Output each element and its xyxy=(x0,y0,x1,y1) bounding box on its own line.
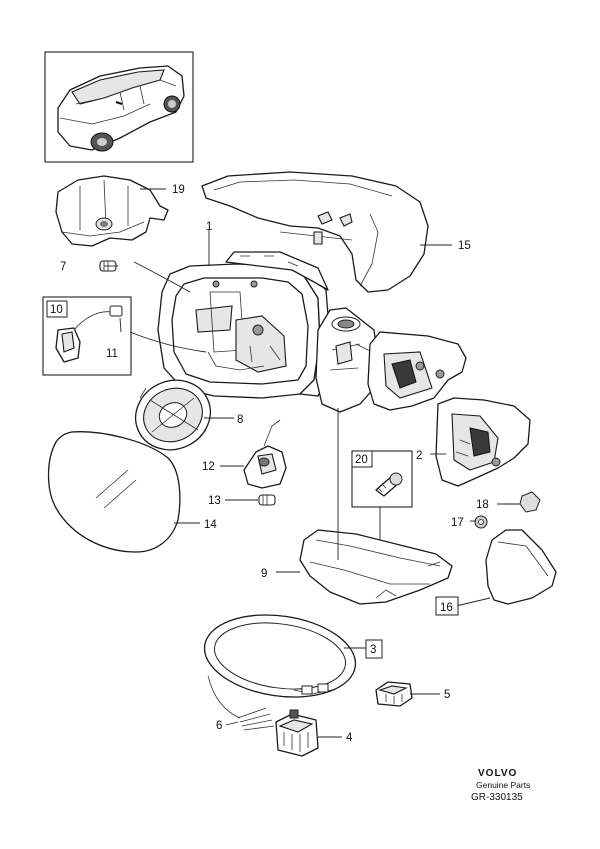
car-illustration-icon xyxy=(57,65,185,152)
callout-2: 2 xyxy=(416,450,422,462)
callout-5: 5 xyxy=(444,689,450,701)
part-12-lamp-housing xyxy=(243,419,287,489)
part-8-adjuster-motor xyxy=(135,379,211,451)
callout-12: 12 xyxy=(202,461,215,473)
footer: VOLVO Genuine Parts GR-330135 xyxy=(471,768,530,803)
callout-box-20 xyxy=(351,450,373,468)
callout-8: 8 xyxy=(237,414,243,426)
callout-13: 13 xyxy=(208,495,221,507)
part-17-nut xyxy=(474,515,488,529)
part-15-cover-cap xyxy=(201,171,429,293)
callout-4: 4 xyxy=(346,732,353,744)
brand-logo: VOLVO xyxy=(478,768,517,779)
callout-16: 16 xyxy=(440,602,453,614)
callout-3: 3 xyxy=(370,644,376,656)
part-1-mirror-housing xyxy=(157,251,331,399)
callout-box-3 xyxy=(365,639,383,659)
brand-subtitle: Genuine Parts xyxy=(476,780,530,790)
part-9-lower-cover xyxy=(299,529,453,605)
part-18-clip xyxy=(519,491,541,513)
callout-6: 6 xyxy=(216,720,222,732)
callout-20: 20 xyxy=(355,454,368,466)
part-3-wiring-harness xyxy=(203,614,357,719)
callout-1: 1 xyxy=(206,221,212,233)
callout-9: 9 xyxy=(261,568,267,580)
callout-17: 17 xyxy=(451,517,464,529)
part-14-mirror-glass xyxy=(47,431,181,553)
part-6-wires xyxy=(237,707,275,731)
callout-15: 15 xyxy=(458,240,471,252)
part-2-mount xyxy=(367,331,531,487)
callout-labels: 19 1 15 7 10 11 8 2 20 12 13 18 17 14 9 … xyxy=(46,184,489,744)
callout-19: 19 xyxy=(172,184,185,196)
callout-10: 10 xyxy=(50,304,63,316)
vehicle-inset xyxy=(44,51,194,163)
callout-11: 11 xyxy=(106,348,118,360)
part-5-connector xyxy=(375,681,413,707)
part-13-bulb xyxy=(258,494,276,506)
leader-lines xyxy=(104,188,520,738)
part-16-indicator-lens xyxy=(485,529,557,605)
callout-7: 7 xyxy=(60,261,66,273)
callout-14: 14 xyxy=(204,519,217,531)
callout-18: 18 xyxy=(476,499,489,511)
callout-box-16 xyxy=(435,596,459,616)
diagram-reference: GR-330135 xyxy=(471,792,523,803)
callout-box-10 xyxy=(46,300,68,318)
part-19-housing-cover xyxy=(55,175,169,247)
part-4-connector xyxy=(275,709,319,757)
